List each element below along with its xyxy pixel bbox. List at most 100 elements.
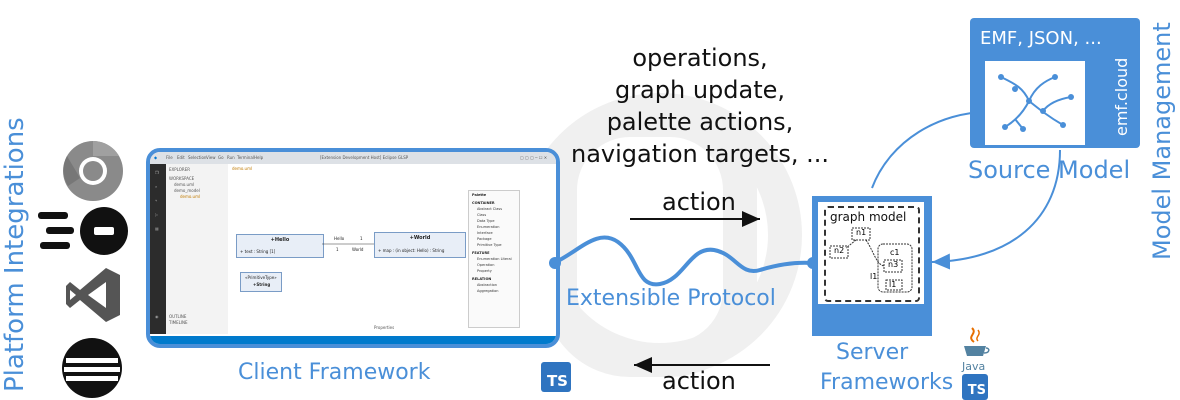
operations-line: navigation targets, ...: [571, 140, 829, 168]
extensions-icon[interactable]: ▦: [155, 226, 159, 231]
ts-label-server: TS: [967, 383, 986, 398]
class-hello[interactable]: +Hello + text : String [1]: [236, 234, 324, 258]
palette-item[interactable]: Abstract Class: [477, 207, 503, 211]
assoc-right-name: World: [352, 247, 364, 252]
server-frameworks-label-line1: Server: [836, 340, 909, 365]
operations-line: graph update,: [614, 76, 786, 104]
palette-item[interactable]: Package: [477, 237, 492, 241]
java-cup-icon: [964, 327, 990, 356]
palette-item[interactable]: Enumeration: [477, 225, 500, 229]
palette-section: CONTAINER: [472, 201, 495, 205]
source-to-server-arrow: [931, 149, 1061, 270]
account-icon[interactable]: ◉: [155, 314, 159, 319]
editor-tab[interactable]: demo.uml: [232, 166, 253, 171]
palette-section: FEATURE: [472, 251, 490, 255]
palette-header: Palette: [472, 193, 487, 197]
action-label-top: action: [662, 188, 736, 216]
assoc-left-mult: 1: [360, 236, 363, 241]
vscode-logo: ◆: [154, 155, 158, 160]
menu-selection[interactable]: Selection: [188, 155, 207, 160]
client-framework-window: ◆ File Edit Selection View Go Run Termin…: [146, 148, 560, 348]
protocol-endpoint-client: [549, 257, 561, 269]
status-bar: [150, 336, 556, 344]
properties-panel-title[interactable]: Properties: [374, 325, 395, 330]
palette-item[interactable]: Property: [477, 269, 492, 273]
palette-item[interactable]: Interface: [477, 231, 493, 235]
menu-help[interactable]: Help: [254, 155, 264, 160]
assoc-right-mult: 1: [336, 247, 339, 252]
server-framework-box: graph model n1 n2 c1 n3 l1 l1: [812, 196, 932, 336]
search-icon[interactable]: ⌕: [155, 184, 158, 189]
explorer-item[interactable]: demo_model: [174, 188, 200, 193]
assoc-left-name: Hello: [334, 236, 345, 241]
vscode-icon: [66, 268, 120, 322]
explorer-header: EXPLORER: [169, 167, 190, 172]
palette-item[interactable]: Primitive Type: [477, 243, 502, 247]
menu-view[interactable]: View: [206, 155, 216, 160]
ts-label: TS: [546, 372, 568, 390]
graph-node-n2: n2: [834, 246, 845, 255]
java-label: Java: [962, 360, 986, 373]
explorer-item[interactable]: WORKSPACE: [169, 176, 195, 181]
emf-json-label: EMF, JSON, ...: [980, 28, 1102, 49]
source-control-icon[interactable]: ⑂: [155, 198, 158, 203]
extensible-protocol-line: [555, 235, 813, 287]
source-model-tree-icon: [998, 74, 1074, 132]
eclipse-icon: [62, 338, 122, 398]
primitive-stereotype: «PrimitiveType»: [245, 275, 277, 280]
server-frameworks-label-line2: Frameworks: [820, 370, 954, 395]
typescript-badge-server: TS: [962, 374, 988, 400]
outline-section[interactable]: OUTLINE: [169, 314, 187, 319]
palette-item[interactable]: Abstraction: [477, 283, 498, 287]
explorer-icon[interactable]: ❐: [155, 170, 159, 175]
class-hello-name: +Hello: [270, 237, 290, 243]
palette-item[interactable]: Data Type: [477, 219, 495, 223]
timeline-section[interactable]: TIMELINE: [169, 320, 188, 325]
class-world-attr: + map : (in object: Hello) : String: [378, 248, 445, 253]
explorer-sidebar: EXPLORER WORKSPACE demo.uml demo_model d…: [166, 164, 228, 334]
menu-file[interactable]: File: [166, 155, 173, 160]
menu-terminal[interactable]: Terminal: [237, 155, 254, 160]
menu-run[interactable]: Run: [227, 155, 235, 160]
graph-node-c1: c1: [890, 248, 900, 257]
palette-item[interactable]: Operation: [477, 263, 495, 267]
activity-bar: ❐ ⌕ ⑂ ▷ ▦ ◉: [150, 164, 166, 334]
chrome-icon: [63, 141, 123, 201]
association-line: [322, 243, 374, 245]
graph-node-n3: n3: [888, 260, 899, 269]
menu-go[interactable]: Go: [218, 155, 224, 160]
class-world[interactable]: +World + map : (in object: Hello) : Stri…: [374, 232, 466, 258]
emf-cloud-label: emf.cloud: [1112, 57, 1131, 136]
source-model-label: Source Model: [968, 156, 1131, 184]
typescript-badge: TS: [541, 362, 571, 392]
explorer-item[interactable]: demo.uml: [174, 182, 195, 187]
diagram-editor[interactable]: demo.uml +Hello + text : String [1] Hell…: [228, 164, 556, 334]
primitive-name: +String: [253, 282, 271, 287]
action-label-bottom: action: [662, 367, 736, 395]
tool-palette: Palette CONTAINER Abstract Class Class D…: [468, 190, 520, 328]
graph-model-nodes: [829, 227, 913, 293]
client-framework-label: Client Framework: [238, 360, 431, 385]
window-controls[interactable]: ▢ ▢ ▢ ─ ☐ ✕: [520, 155, 548, 160]
palette-item[interactable]: Aggregation: [477, 289, 499, 293]
graph-model-frame: graph model n1 n2 c1 n3 l1 l1: [824, 206, 920, 302]
class-hello-attr: + text : String [1]: [240, 249, 276, 254]
primitive-type-string[interactable]: «PrimitiveType» +String: [240, 272, 282, 292]
run-icon[interactable]: ▷: [155, 212, 159, 217]
graph-model-panel: graph model n1 n2 c1 n3 l1 l1: [818, 202, 924, 304]
operations-line: operations,: [632, 44, 768, 72]
operations-line: palette actions,: [606, 108, 794, 136]
graph-node-n1: n1: [856, 228, 867, 237]
extensible-protocol-label: Extensible Protocol: [566, 286, 776, 311]
menu-edit[interactable]: Edit: [177, 155, 185, 160]
vscode-titlebar: ◆ File Edit Selection View Go Run Termin…: [150, 152, 556, 164]
palette-section: RELATION: [472, 277, 492, 281]
window-title: [Extension Development Host] Eclipse GLS…: [320, 155, 409, 160]
palette-item[interactable]: Enumeration Literal: [477, 257, 512, 261]
palette-item[interactable]: Class: [477, 213, 487, 217]
class-world-name: +World: [409, 235, 431, 241]
graph-model-label: graph model: [830, 210, 907, 224]
graph-node-l1-b: l1: [889, 280, 897, 289]
explorer-item[interactable]: demo.uml: [180, 194, 201, 199]
model-management-label: Model Management: [1148, 22, 1176, 260]
